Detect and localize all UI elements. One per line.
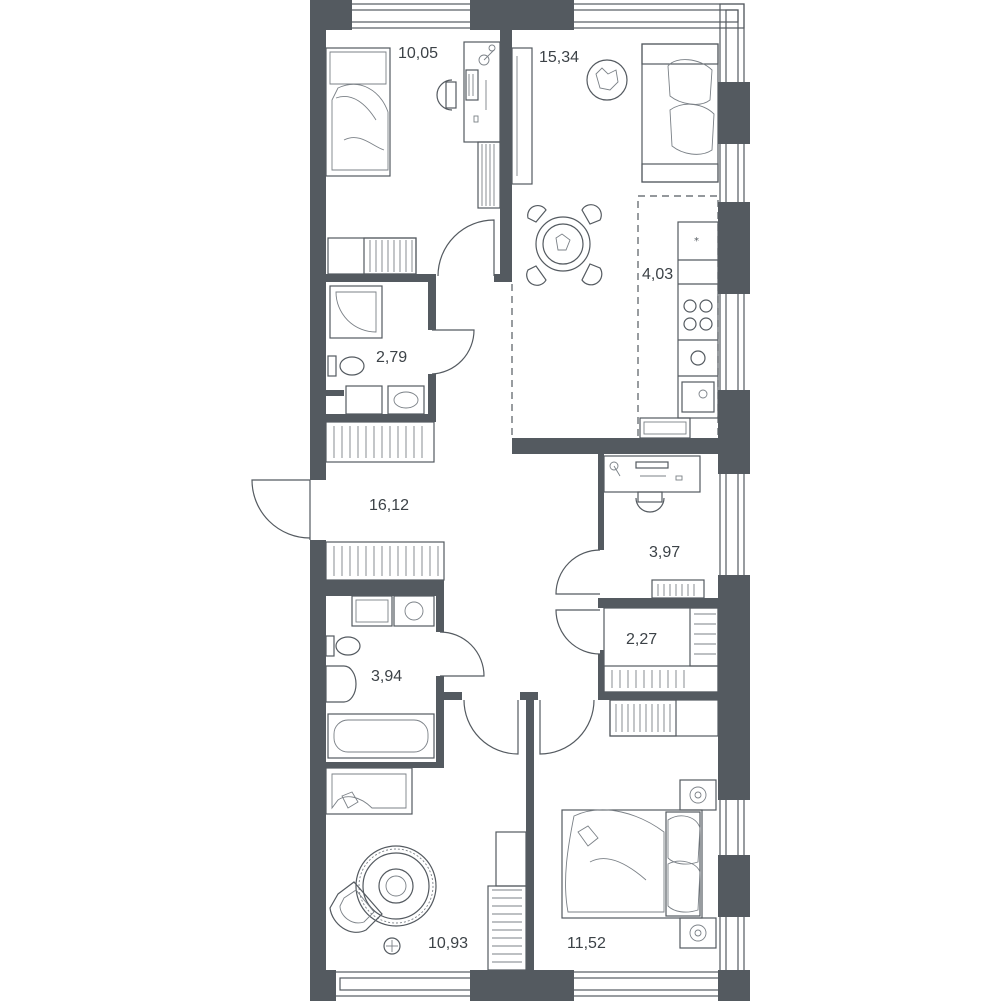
kitchen-zone-outline — [637, 195, 719, 441]
toilet-icon — [335, 636, 361, 656]
doors — [251, 219, 601, 755]
hall-furniture — [325, 421, 445, 581]
room-area-study: 3,97 — [649, 544, 680, 561]
partition-icon — [511, 47, 533, 185]
room-area-living-kitchen: 15,34 — [539, 49, 579, 66]
room-area-hall: 16,12 — [369, 497, 409, 514]
lamp-icon — [383, 937, 401, 955]
kitchen-counter-icon: * — [677, 221, 719, 419]
bathtub-icon — [327, 713, 435, 759]
dining-table-icon — [526, 204, 603, 286]
basin-icon — [325, 665, 357, 703]
toilet-icon — [339, 356, 365, 376]
shelf-icon — [603, 607, 719, 693]
walls — [310, 0, 750, 1001]
rug-icon — [355, 845, 437, 927]
bed-icon — [325, 47, 391, 177]
room-area-bedroom-3: 11,52 — [567, 935, 606, 952]
plant-icon — [586, 59, 628, 101]
shower-icon — [329, 285, 383, 339]
armchair-icon — [329, 881, 383, 933]
wardrobe-icon — [325, 421, 435, 463]
room-area-closet: 2,27 — [626, 631, 657, 648]
svg-text:*: * — [694, 236, 699, 247]
nightstand-icon — [495, 831, 527, 887]
study-furniture — [603, 455, 705, 599]
room-area-bathroom-1: 2,79 — [376, 349, 407, 366]
appliance-icon — [639, 417, 691, 439]
room-area-bathroom-2: 3,94 — [371, 668, 402, 685]
nightstand-icon — [679, 917, 717, 949]
living-kitchen-furniture: * — [511, 43, 719, 439]
nightstand-icon — [679, 779, 717, 811]
wardrobe-icon — [477, 141, 501, 209]
shelf-icon — [651, 579, 705, 599]
room-area-kitchen-zone: 4,03 — [642, 266, 673, 283]
sink-icon — [393, 595, 435, 627]
chair-icon — [635, 497, 665, 513]
sofa-icon — [641, 43, 719, 183]
bathroom-1-furniture — [327, 285, 425, 415]
bathroom-2-furniture — [325, 595, 435, 759]
washer-icon — [351, 595, 393, 627]
crib-icon — [325, 767, 413, 815]
bed-icon — [561, 809, 703, 919]
bedroom-3-furniture — [561, 699, 719, 949]
bedroom-1-furniture — [325, 41, 501, 275]
sink-icon — [387, 385, 425, 415]
wardrobe-icon — [487, 885, 527, 971]
room-labels: 10,05 15,34 4,03 2,79 16,12 3,97 2,27 3,… — [369, 45, 680, 952]
wardrobe-icon — [325, 541, 445, 581]
bedroom-2-furniture — [325, 767, 527, 971]
closet-furniture — [603, 607, 719, 693]
room-area-bedroom-2: 10,93 — [428, 935, 468, 952]
chair-icon — [436, 79, 453, 111]
room-area-bedroom-1: 10,05 — [398, 45, 438, 62]
shelf-icon — [327, 237, 417, 275]
washer-icon — [345, 385, 383, 415]
